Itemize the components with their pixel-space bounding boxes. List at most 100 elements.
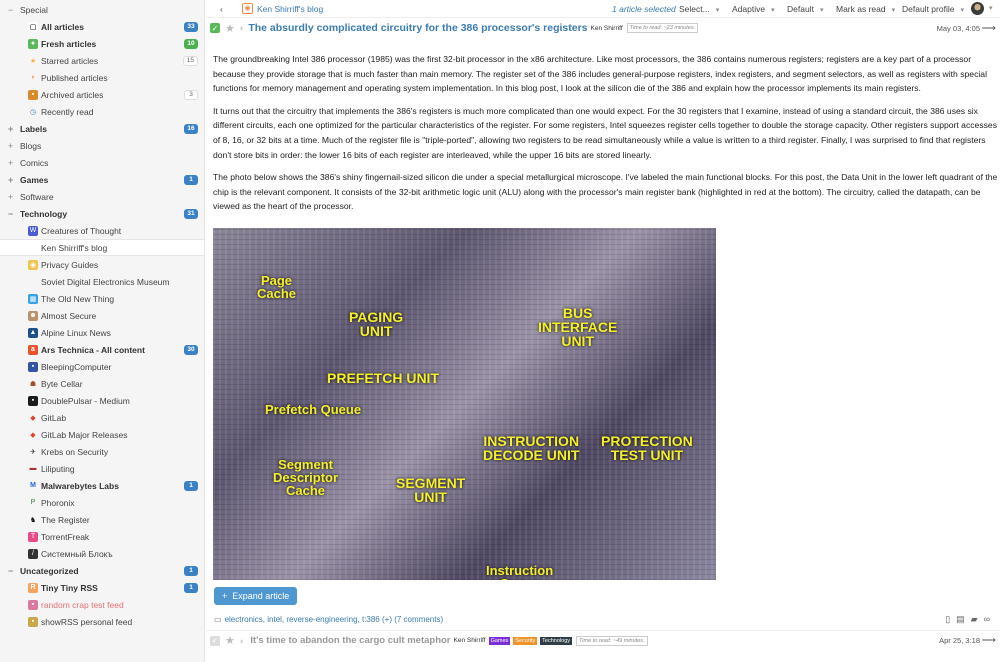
torrentfreak-icon: T: [28, 531, 38, 542]
feed-item[interactable]: Soviet Digital Electronics Museum: [0, 273, 204, 290]
feed-item[interactable]: ◉Privacy Guides: [0, 256, 204, 273]
phoronix-icon: P: [30, 499, 36, 506]
expand-article-button[interactable]: +Expand article: [214, 587, 298, 605]
item-label: Games: [20, 174, 49, 185]
time-to-read: Time to read: ~23 minutes.: [626, 23, 699, 33]
label-badge: Games: [488, 636, 511, 645]
feed-item[interactable]: ▪BleepingComputer: [0, 358, 204, 375]
article-tags[interactable]: ▭electronics, intel, reverse-engineering…: [214, 615, 444, 624]
feed-item[interactable]: P Phoronix: [0, 494, 204, 511]
view-mode-dropdown[interactable]: Adaptive▾: [732, 4, 775, 14]
bookmark-icon[interactable]: ▯: [945, 614, 957, 624]
star-icon[interactable]: ★: [225, 22, 235, 35]
feed-item[interactable]: ▪showRSS personal feed: [0, 613, 204, 630]
gitlab-icon: ◆: [30, 414, 36, 422]
item-label: Alpine Linux News: [41, 327, 111, 338]
expand-icon[interactable]: +: [8, 123, 14, 134]
order-dropdown[interactable]: Default▾: [787, 4, 824, 14]
note-icon[interactable]: ▤: [956, 614, 971, 624]
share-icon[interactable]: ▰: [970, 614, 984, 624]
feed-title-link[interactable]: Ken Shirriff's blog: [257, 4, 324, 14]
user-avatar[interactable]: [971, 2, 984, 15]
feed-item[interactable]: ▢All articles 33: [0, 18, 204, 35]
collapse-icon[interactable]: −: [8, 208, 14, 219]
link-icon[interactable]: ∞: [983, 614, 996, 624]
expand-icon[interactable]: +: [8, 140, 14, 151]
feed-item[interactable]: ▪random crap test feed: [0, 596, 204, 613]
article-row[interactable]: ✓ ★ ◗ It's time to abandon the cargo cul…: [206, 630, 1000, 650]
feed-item[interactable]: ▪DoublePulsar - Medium: [0, 392, 204, 409]
feed-item[interactable]: ☗Byte Cellar: [0, 375, 204, 392]
feed-item[interactable]: /Системный Блокъ: [0, 545, 204, 562]
inbox-icon: ▢: [28, 21, 38, 32]
back-button[interactable]: ‹: [220, 4, 223, 14]
expand-icon[interactable]: +: [8, 157, 14, 168]
feed-item[interactable]: ◷Recently read: [0, 103, 204, 120]
fresh-icon: ●: [28, 38, 38, 49]
feed-item[interactable]: ◆GitLab: [0, 409, 204, 426]
die-label: Prefetch Queue: [265, 402, 362, 417]
unread-count-badge: 33: [184, 21, 198, 32]
category-special[interactable]: −Special: [0, 1, 204, 18]
item-label: Creatures of Thought: [41, 225, 122, 236]
expand-icon[interactable]: +: [8, 174, 14, 185]
feed-item[interactable]: ◆GitLab Major Releases: [0, 426, 204, 443]
item-label: DoublePulsar - Medium: [41, 395, 130, 406]
collapse-icon[interactable]: −: [8, 4, 14, 15]
select-checkbox[interactable]: ✓: [210, 635, 220, 646]
expand-icon[interactable]: +: [8, 191, 14, 202]
article-title[interactable]: It's time to abandon the cargo cult meta…: [250, 635, 451, 646]
publish-icon[interactable]: ◗: [238, 23, 245, 33]
category-software[interactable]: +Software: [0, 188, 204, 205]
feed-item[interactable]: ▬Liliputing: [0, 460, 204, 477]
article-title[interactable]: The absurdly complicated circuitry for t…: [248, 22, 588, 34]
item-label: Системный Блокъ: [41, 548, 113, 559]
feed-item[interactable]: Ken Shirriff's blog: [0, 239, 204, 256]
feed-item[interactable]: ◗Published articles: [0, 69, 204, 86]
die-label: PREFETCH UNIT: [327, 370, 439, 386]
article-header: ✓ ★ ◗ The absurdly complicated circuitry…: [206, 18, 1000, 38]
select-checkbox[interactable]: ✓: [210, 23, 220, 33]
category-blogs[interactable]: +Blogs: [0, 137, 204, 154]
liliputing-icon: ▬: [29, 465, 37, 472]
bleeping-icon: ▪: [28, 361, 38, 372]
select-dropdown[interactable]: Select...▾: [679, 4, 720, 14]
avatar-menu-arrow[interactable]: ▾: [989, 5, 993, 12]
item-label: showRSS personal feed: [41, 616, 133, 627]
item-label: Comics: [20, 157, 49, 168]
open-link-arrow-icon[interactable]: ⟶: [981, 22, 996, 34]
collapse-icon[interactable]: −: [8, 565, 14, 576]
item-label: Almost Secure: [41, 310, 97, 321]
item-label: Phoronix: [41, 497, 75, 508]
mark-as-read-dropdown[interactable]: Mark as read▾: [836, 4, 896, 14]
profile-dropdown[interactable]: Default profile▾: [902, 4, 964, 14]
item-label: TorrentFreak: [41, 531, 90, 542]
feed-item[interactable]: ☻Almost Secure: [0, 307, 204, 324]
paragraph: The groundbreaking Intel 386 processor (…: [213, 54, 987, 94]
open-link-arrow-icon[interactable]: ⟶: [981, 635, 996, 646]
feed-item[interactable]: ✈Krebs on Security: [0, 443, 204, 460]
item-label: Uncategorized: [20, 565, 79, 576]
category-comics[interactable]: + Comics: [0, 154, 204, 171]
label-badge: Security: [513, 636, 538, 645]
publish-icon[interactable]: ◗: [238, 635, 245, 646]
feed-item[interactable]: ♞The Register: [0, 511, 204, 528]
feed-item[interactable]: ▲Alpine Linux News: [0, 324, 204, 341]
item-label: All articles: [41, 21, 84, 32]
star-icon[interactable]: ★: [225, 635, 235, 647]
doublepulsar-icon: ▪: [28, 395, 38, 406]
feed-item[interactable]: ▦The Old New Thing: [0, 290, 204, 307]
